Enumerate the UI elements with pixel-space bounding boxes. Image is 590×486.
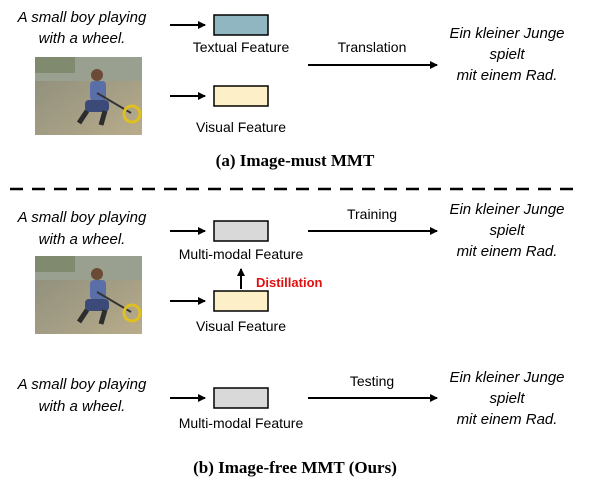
boy-with-wheel-photo	[35, 256, 142, 334]
panel-b-training: A small boy playing with a wheel. Multi-…	[17, 201, 565, 334]
textual-feature-box	[213, 14, 269, 36]
target-caption-line-3: mit einem Rad.	[457, 67, 558, 84]
target-caption-line-2: spielt	[489, 222, 525, 239]
visual-feature-label: Visual Feature	[196, 119, 286, 135]
testing-label: Testing	[350, 373, 394, 389]
panel-b-testing: A small boy playing with a wheel. Multi-…	[17, 369, 565, 431]
visual-feature-box	[213, 290, 269, 312]
multimodal-feature-box	[213, 387, 269, 409]
target-caption-line-2: spielt	[489, 390, 525, 407]
multimodal-feature-box	[213, 220, 269, 242]
training-label: Training	[347, 206, 397, 222]
translation-label: Translation	[338, 39, 407, 55]
source-caption-line-2: with a wheel.	[39, 231, 126, 248]
source-caption-line-2: with a wheel.	[39, 398, 126, 415]
visual-feature-label: Visual Feature	[196, 318, 286, 334]
target-caption-line-2: spielt	[489, 46, 525, 63]
target-caption-line-1: Ein kleiner Junge	[449, 25, 564, 42]
panel-a: A small boy playing with a wheel. Textua…	[17, 9, 565, 170]
multimodal-feature-label: Multi-modal Feature	[179, 246, 304, 262]
boy-with-wheel-photo	[35, 57, 142, 135]
source-caption-line-1: A small boy playing	[17, 376, 147, 393]
distillation-label: Distillation	[256, 275, 323, 290]
panel-b-title: (b) Image-free MMT (Ours)	[193, 458, 397, 477]
panel-a-title: (a) Image-must MMT	[216, 151, 375, 170]
target-caption-line-1: Ein kleiner Junge	[449, 369, 564, 386]
source-caption-line-1: A small boy playing	[17, 9, 147, 26]
multimodal-feature-label: Multi-modal Feature	[179, 415, 304, 431]
target-caption-line-3: mit einem Rad.	[457, 243, 558, 260]
visual-feature-box	[213, 85, 269, 107]
textual-feature-label: Textual Feature	[193, 39, 290, 55]
source-caption-line-1: A small boy playing	[17, 209, 147, 226]
target-caption-line-3: mit einem Rad.	[457, 411, 558, 428]
target-caption-line-1: Ein kleiner Junge	[449, 201, 564, 218]
source-caption-line-2: with a wheel.	[39, 30, 126, 47]
